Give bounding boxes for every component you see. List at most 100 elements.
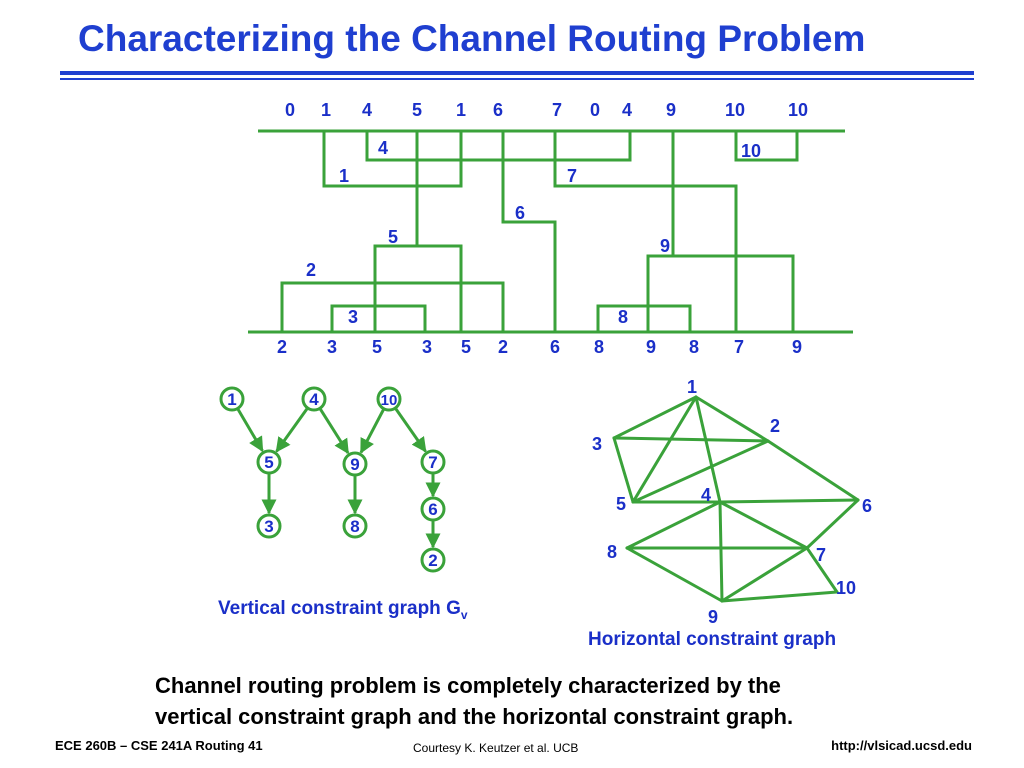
hcg-node-5: 5 xyxy=(616,494,626,514)
vcg-node-2: 2 xyxy=(420,547,446,573)
bottom-pin-label: 3 xyxy=(327,337,337,357)
vcg-node-circle xyxy=(301,386,327,412)
vcg-node-4: 4 xyxy=(301,386,327,412)
vcg-node-label: 4 xyxy=(309,390,319,409)
vcg-node-6: 6 xyxy=(420,496,446,522)
vcg-edge-4-5 xyxy=(275,407,309,453)
hcg-edge-4-8 xyxy=(625,500,722,550)
hcg-edge-9-10 xyxy=(720,590,839,603)
summary-line-1: Channel routing problem is completely ch… xyxy=(155,673,781,698)
net-3-wire xyxy=(330,304,427,332)
vcg-node-circle xyxy=(256,513,282,539)
bottom-pin-label: 2 xyxy=(498,337,508,357)
net-9-branch-wire xyxy=(646,254,673,332)
title-underline-thin xyxy=(60,78,974,80)
hcg-node-2: 2 xyxy=(770,416,780,436)
vcg-caption: Vertical constraint graph Gv xyxy=(218,598,468,622)
vcg-edge-10-7 xyxy=(394,407,427,453)
hcg-edge-3-5 xyxy=(612,436,635,504)
top-pin-label: 6 xyxy=(493,100,503,120)
vcg-node-label: 7 xyxy=(428,453,437,472)
vcg-node-circle xyxy=(376,386,402,412)
top-pin-label: 1 xyxy=(321,100,331,120)
bottom-pin-label: 5 xyxy=(372,337,382,357)
summary-line-2: vertical constraint graph and the horizo… xyxy=(155,704,794,729)
top-pin-label: 1 xyxy=(456,100,466,120)
vcg-node-7: 7 xyxy=(420,449,446,475)
summary-text: Channel routing problem is completely ch… xyxy=(155,670,793,732)
top-pin-label: 0 xyxy=(590,100,600,120)
net-label-9: 9 xyxy=(660,236,670,256)
net-label-2: 2 xyxy=(306,260,316,280)
net-8-wire xyxy=(596,304,692,332)
net-9-trunk-wire xyxy=(671,131,795,332)
vcg-node-circle xyxy=(256,449,282,475)
net-4-wire xyxy=(365,131,632,162)
top-pin-label: 0 xyxy=(285,100,295,120)
bottom-pin-label: 7 xyxy=(734,337,744,357)
vcg-node-label: 2 xyxy=(428,551,437,570)
net-1-wire xyxy=(322,131,463,188)
vcg-node-5: 5 xyxy=(256,449,282,475)
vcg-node-circle xyxy=(420,449,446,475)
top-pin-label: 9 xyxy=(666,100,676,120)
net-label-8: 8 xyxy=(618,307,628,327)
bottom-pin-label: 6 xyxy=(550,337,560,357)
vcg-node-label: 6 xyxy=(428,500,437,519)
vcg-node-3: 3 xyxy=(256,513,282,539)
vcg-node-8: 8 xyxy=(342,513,368,539)
hcg-edge-7-10 xyxy=(805,546,839,594)
top-pin-label: 10 xyxy=(725,100,745,120)
net-5-trunk-wire xyxy=(415,131,463,332)
vcg-node-circle xyxy=(420,496,446,522)
bottom-pin-label: 5 xyxy=(461,337,471,357)
vcg-node-1: 1 xyxy=(219,386,245,412)
hcg-node-7: 7 xyxy=(816,545,826,565)
hcg-edge-5-2 xyxy=(631,439,770,504)
vcg-edge-1-5 xyxy=(236,408,264,453)
net-label-5: 5 xyxy=(388,227,398,247)
hcg-edge-3-2 xyxy=(612,436,770,443)
hcg-edges xyxy=(612,395,860,603)
vcg-edges xyxy=(236,407,441,549)
hcg-edge-1-5 xyxy=(631,395,698,504)
hcg-node-4: 4 xyxy=(701,485,711,505)
net-10-wire xyxy=(734,131,799,162)
hcg-edge-4-6 xyxy=(718,498,860,504)
hcg-caption: Horizontal constraint graph xyxy=(588,629,837,650)
top-pin-label: 7 xyxy=(552,100,562,120)
hcg-node-6: 6 xyxy=(862,496,872,516)
hcg-edge-1-3 xyxy=(612,395,698,440)
hcg-edge-1-4 xyxy=(694,395,722,504)
title-underline-thick xyxy=(60,71,974,75)
page-title: Characterizing the Channel Routing Probl… xyxy=(78,18,866,59)
vcg-node-circle xyxy=(342,451,368,477)
net-label-10: 10 xyxy=(741,141,761,161)
bottom-pin-label: 9 xyxy=(792,337,802,357)
net-label-7: 7 xyxy=(567,166,577,186)
hcg-edge-8-9 xyxy=(625,546,724,603)
hcg-node-1: 1 xyxy=(687,377,697,397)
vcg-edge-10-9 xyxy=(359,408,385,454)
net-7-wire xyxy=(553,131,738,332)
hcg-edge-4-9 xyxy=(718,500,724,603)
footer-credit: Courtesy K. Keutzer et al. UCB xyxy=(413,741,579,755)
net-label-3: 3 xyxy=(348,307,358,327)
hcg-node-8: 8 xyxy=(607,542,617,562)
vcg-node-circle xyxy=(420,547,446,573)
net-label-4: 4 xyxy=(378,138,388,158)
vcg-node-label: 1 xyxy=(227,390,236,409)
bottom-pin-label: 8 xyxy=(594,337,604,357)
net-label-6: 6 xyxy=(515,203,525,223)
net-6-wire xyxy=(501,131,557,332)
net-label-1: 1 xyxy=(339,166,349,186)
hcg-node-10: 10 xyxy=(836,578,856,598)
top-pin-label: 4 xyxy=(622,100,632,120)
hcg-edge-1-2 xyxy=(694,395,770,443)
vcg-node-label: 9 xyxy=(350,455,359,474)
top-pin-label: 5 xyxy=(412,100,422,120)
vcg-node-label: 8 xyxy=(350,517,359,536)
